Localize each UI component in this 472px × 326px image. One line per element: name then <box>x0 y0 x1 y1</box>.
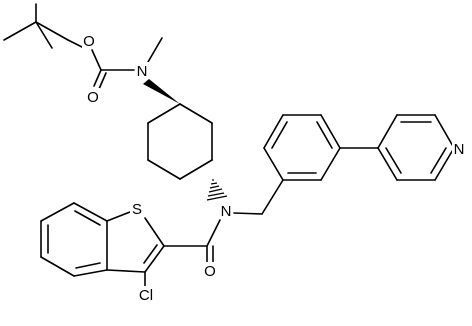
atom-n-pyridine: N <box>452 140 466 158</box>
bond <box>106 211 131 222</box>
wedge-bond <box>143 79 180 104</box>
atom-label: S <box>132 201 142 218</box>
bond <box>144 245 165 273</box>
bond <box>179 103 213 124</box>
bond <box>233 212 263 215</box>
atom-o-carbonyl-carbamate: O <box>86 88 100 106</box>
bond <box>179 159 213 180</box>
bond <box>35 21 53 49</box>
bonds <box>3 3 455 287</box>
bond <box>261 179 284 215</box>
atom-label: O <box>83 33 95 50</box>
bond <box>106 269 146 273</box>
hashed-wedge-bond <box>206 179 228 201</box>
bond <box>320 147 341 181</box>
bond <box>73 269 108 277</box>
bond <box>40 256 75 277</box>
bond <box>206 219 221 247</box>
bond <box>91 49 102 71</box>
bond <box>98 72 107 90</box>
bond <box>434 147 455 181</box>
atom-o-ether: O <box>82 32 96 50</box>
bond <box>74 210 101 226</box>
bond <box>147 37 163 63</box>
atom-label: O <box>204 263 216 280</box>
atom-s-thiophene: S <box>130 200 144 218</box>
bond <box>93 69 102 87</box>
bond <box>40 202 75 222</box>
bond <box>377 147 398 181</box>
atom-label: Cl <box>139 287 153 304</box>
atom-o-carbonyl-amide: O <box>203 262 217 280</box>
bond <box>143 244 158 264</box>
bond <box>35 21 69 41</box>
atom-label: O <box>87 89 99 106</box>
bond <box>434 114 455 149</box>
atom-n-carbamate: N <box>135 62 149 80</box>
bond <box>385 147 402 174</box>
bond <box>377 114 398 149</box>
bond <box>271 121 288 149</box>
atom-label: N <box>221 203 232 220</box>
bond <box>75 262 101 269</box>
atom-label: N <box>137 63 148 80</box>
bond <box>3 21 37 41</box>
stereo-bonds <box>143 79 228 201</box>
bond <box>316 121 333 149</box>
bond <box>147 159 181 180</box>
bond <box>147 103 181 124</box>
atom-labels: O O N S N N O Cl <box>82 32 466 304</box>
bond <box>263 114 284 149</box>
atom-label: N <box>454 141 465 158</box>
bond <box>263 147 284 181</box>
bond <box>73 202 108 222</box>
bond <box>430 147 447 174</box>
bond <box>67 39 85 49</box>
bond <box>320 114 341 149</box>
atom-n-amide: N <box>219 202 233 220</box>
atom-cl: Cl <box>136 286 156 304</box>
bond <box>144 217 165 247</box>
